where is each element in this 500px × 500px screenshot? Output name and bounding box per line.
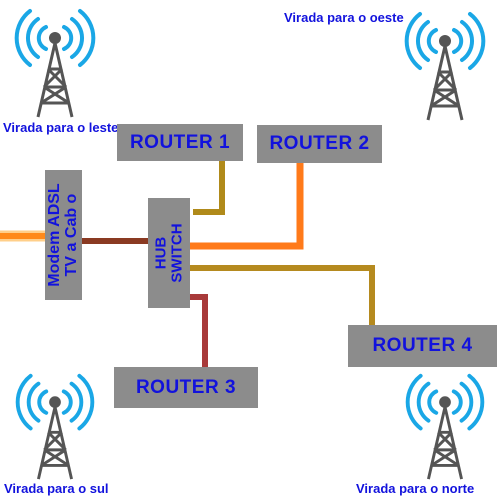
cable-router3: [190, 294, 208, 368]
hub-label-line1: HUB: [152, 236, 170, 270]
hub-switch-box: HUB SWITCH: [148, 198, 190, 308]
router1-box: ROUTER 1: [117, 124, 243, 161]
modem-box: Modem ADSL TV a Cab o: [45, 170, 82, 300]
antenna-north-icon: [405, 373, 485, 480]
cable-router4: [188, 265, 375, 326]
antenna-west-icon: [404, 12, 486, 121]
cable-router2: [190, 162, 304, 250]
antenna-south-caption: Virada para o sul: [4, 481, 109, 496]
antenna-north-caption: Virada para o norte: [356, 481, 475, 496]
router4-box: ROUTER 4: [348, 325, 497, 367]
modem-label-line2: TV a Cab o: [62, 193, 80, 277]
antenna-east-caption: Virada para o leste: [3, 120, 119, 135]
cable-router1: [193, 160, 225, 215]
antenna-east-icon: [14, 9, 96, 118]
antenna-west-caption: Virada para o oeste: [284, 10, 404, 25]
modem-label-line1: Modem ADSL: [45, 183, 63, 287]
router2-box: ROUTER 2: [257, 125, 382, 163]
router3-box: ROUTER 3: [114, 367, 258, 408]
antenna-south-icon: [15, 373, 95, 480]
hub-label-line2: SWITCH: [168, 223, 185, 283]
